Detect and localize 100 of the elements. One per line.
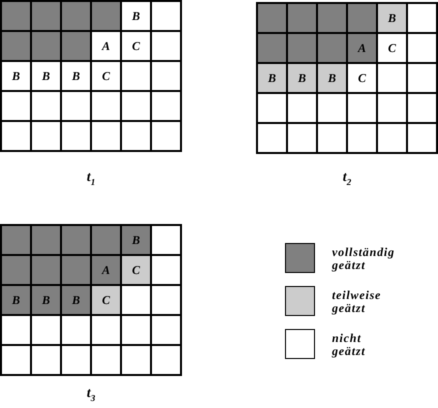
grid-cell bbox=[2, 92, 32, 122]
letter-label: B bbox=[12, 294, 20, 306]
grid-cell bbox=[288, 94, 318, 124]
grid-cell bbox=[348, 4, 378, 34]
grid-cell bbox=[32, 226, 62, 256]
legend-label: teilweise geätzt bbox=[332, 289, 382, 315]
grid-cell bbox=[122, 2, 152, 32]
grid-cell bbox=[92, 286, 122, 316]
grid-cell bbox=[62, 62, 92, 92]
grid-cell bbox=[152, 346, 182, 376]
grid-cell bbox=[122, 286, 152, 316]
grid-cell bbox=[152, 92, 182, 122]
grid-cell bbox=[152, 256, 182, 286]
grid-cell bbox=[152, 32, 182, 62]
grid-cell bbox=[92, 346, 122, 376]
letter-label: A bbox=[102, 264, 110, 276]
grid-cell bbox=[32, 346, 62, 376]
grid-cell bbox=[122, 122, 152, 152]
time-label: t$_{1}$ bbox=[86, 170, 96, 189]
grid-cell bbox=[92, 2, 122, 32]
letter-label: C bbox=[358, 72, 366, 84]
grid-cell bbox=[378, 94, 408, 124]
time-label: t$_{3}$ bbox=[86, 386, 96, 405]
legend-label: vollständig geätzt bbox=[332, 246, 395, 272]
grid-cell bbox=[92, 226, 122, 256]
grid-cell bbox=[92, 122, 122, 152]
grid-cell bbox=[62, 316, 92, 346]
grid-cell bbox=[122, 316, 152, 346]
grid-cell bbox=[152, 122, 182, 152]
grid-cell bbox=[378, 34, 408, 64]
grid-cell bbox=[92, 32, 122, 62]
grid-cell bbox=[62, 286, 92, 316]
grid-cell bbox=[32, 62, 62, 92]
grid-cell bbox=[2, 62, 32, 92]
letter-label: A bbox=[102, 40, 110, 52]
time-label: t$_{2}$ bbox=[342, 170, 352, 189]
grid-cell bbox=[258, 124, 288, 154]
grid bbox=[0, 0, 182, 152]
letter-label: C bbox=[132, 40, 140, 52]
letter-label: B bbox=[132, 10, 140, 22]
grid-cell bbox=[288, 4, 318, 34]
grid-cell bbox=[408, 64, 438, 94]
grid-cell bbox=[62, 122, 92, 152]
letter-label: B bbox=[42, 70, 50, 82]
letter-label: C bbox=[388, 42, 396, 54]
grid-cell bbox=[62, 2, 92, 32]
grid-cell bbox=[258, 64, 288, 94]
grid-cell bbox=[122, 92, 152, 122]
grid-cell bbox=[92, 316, 122, 346]
grid-cell bbox=[2, 32, 32, 62]
grid-cell bbox=[288, 124, 318, 154]
grid-cell bbox=[2, 256, 32, 286]
grid-cell bbox=[122, 226, 152, 256]
grid-cell bbox=[408, 124, 438, 154]
grid-cell bbox=[318, 4, 348, 34]
grid-cell bbox=[32, 32, 62, 62]
grid-cell bbox=[122, 346, 152, 376]
grid-cell bbox=[2, 122, 32, 152]
grid-cell bbox=[122, 256, 152, 286]
grid-cell bbox=[318, 34, 348, 64]
letter-label: B bbox=[132, 234, 140, 246]
letter-label: B bbox=[388, 12, 396, 24]
letter-label: B bbox=[42, 294, 50, 306]
grid bbox=[0, 224, 182, 376]
grid-cell bbox=[32, 122, 62, 152]
grid-cell bbox=[258, 34, 288, 64]
grid-cell bbox=[122, 62, 152, 92]
grid-cell bbox=[92, 62, 122, 92]
letter-label: B bbox=[328, 72, 336, 84]
grid bbox=[256, 2, 438, 154]
grid-cell bbox=[122, 32, 152, 62]
grid-cell bbox=[32, 256, 62, 286]
grid-cell bbox=[288, 64, 318, 94]
grid-cell bbox=[258, 4, 288, 34]
grid-cell bbox=[62, 346, 92, 376]
legend-label: nicht geätzt bbox=[332, 332, 366, 358]
grid-cell bbox=[318, 124, 348, 154]
grid-cell bbox=[152, 2, 182, 32]
grid-cell bbox=[2, 346, 32, 376]
grid-cell bbox=[152, 62, 182, 92]
grid-cell bbox=[348, 34, 378, 64]
grid-cell bbox=[2, 286, 32, 316]
grid-cell bbox=[32, 286, 62, 316]
letter-label: C bbox=[102, 70, 110, 82]
grid-cell bbox=[348, 94, 378, 124]
letter-label: A bbox=[358, 42, 366, 54]
letter-label: B bbox=[298, 72, 306, 84]
grid-cell bbox=[152, 286, 182, 316]
grid-cell bbox=[152, 226, 182, 256]
letter-label: C bbox=[132, 264, 140, 276]
letter-label: B bbox=[12, 70, 20, 82]
letter-label: B bbox=[72, 70, 80, 82]
grid-cell bbox=[62, 32, 92, 62]
grid-cell bbox=[408, 94, 438, 124]
letter-label: B bbox=[72, 294, 80, 306]
grid-cell bbox=[62, 226, 92, 256]
grid-cell bbox=[92, 92, 122, 122]
grid-cell bbox=[408, 34, 438, 64]
grid-cell bbox=[2, 316, 32, 346]
grid-cell bbox=[258, 94, 288, 124]
